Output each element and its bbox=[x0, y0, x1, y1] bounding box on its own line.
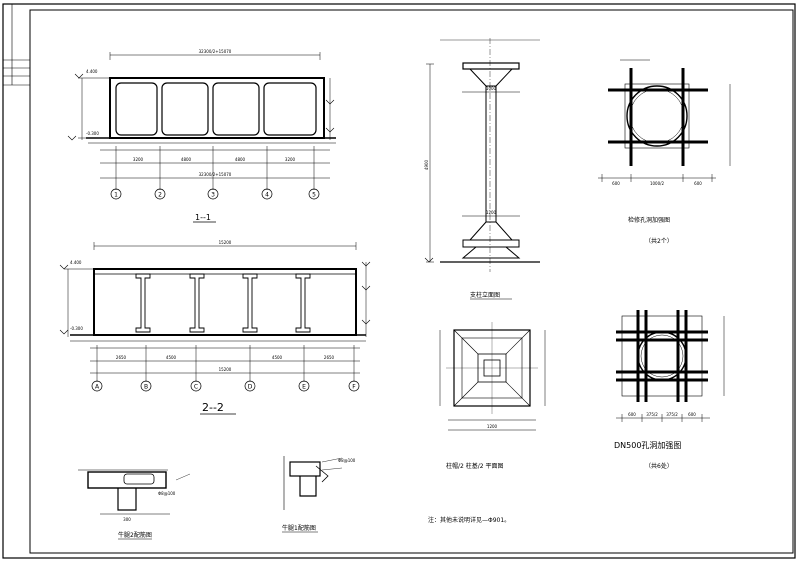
dim-2-top: 15200 bbox=[219, 240, 232, 245]
dn-dim-c: 375/2 bbox=[666, 412, 678, 417]
elev-1-top: 4.400 bbox=[86, 69, 98, 74]
grid-axis-2 bbox=[91, 380, 360, 392]
grid1-label-3: 3 bbox=[211, 192, 215, 199]
plan-dim: 1200 bbox=[487, 424, 498, 429]
grid1-label-1: 1 bbox=[114, 192, 118, 199]
dim-1-d: 3200 bbox=[285, 157, 296, 162]
elev-2-top: 4.400 bbox=[70, 260, 82, 265]
elev-1-bot: -0.300 bbox=[86, 131, 99, 136]
beam2-dim: 300 bbox=[123, 517, 131, 522]
dim-1-bottom: 32300/2+15070 bbox=[199, 172, 232, 177]
col-height-dim: 4900 bbox=[424, 159, 429, 170]
beam2-detail bbox=[78, 469, 191, 515]
grid1-label-5: 5 bbox=[312, 192, 316, 199]
grid2-label-d: D bbox=[248, 384, 253, 391]
grid2-label-f: F bbox=[352, 384, 356, 391]
manhole-dim-a: 600 bbox=[612, 181, 620, 186]
manhole-dim-c: 600 bbox=[694, 181, 702, 186]
elev-2-bot: -0.300 bbox=[70, 326, 83, 331]
col-elev-title: 支柱立面图 bbox=[470, 291, 500, 299]
sec22-title: 2--2 bbox=[202, 401, 224, 414]
beam2-title: 牛腿2配筋图 bbox=[118, 531, 152, 539]
beam1-title: 牛腿1配筋图 bbox=[282, 524, 316, 532]
grid-axis-1 bbox=[110, 188, 320, 200]
sec11-title: 1--1 bbox=[195, 213, 211, 222]
section-1-1 bbox=[67, 52, 336, 190]
general-note: 注：其他未说明详见—Φ901。 bbox=[428, 516, 510, 524]
dim-1-c: 4800 bbox=[235, 157, 246, 162]
dn-dim-d: 600 bbox=[688, 412, 696, 417]
grid2-label-e: E bbox=[302, 384, 306, 391]
beam1-detail bbox=[283, 456, 343, 510]
dn-dim-a: 600 bbox=[628, 412, 636, 417]
dim-1-top: 32300/2+15070 bbox=[199, 49, 232, 54]
manhole-dim-b: 1000/2 bbox=[650, 181, 665, 186]
col-cap-dim: 1000 bbox=[486, 86, 497, 91]
col-base-dim: 1200 bbox=[486, 210, 497, 215]
dim-2-c: 4500 bbox=[272, 355, 283, 360]
outer-border bbox=[2, 3, 796, 559]
grid2-label-b: B bbox=[144, 384, 148, 391]
dim-2-a: 2650 bbox=[116, 355, 127, 360]
manhole-title: 检修孔洞加强图 bbox=[628, 216, 670, 224]
manhole-qty: （共2个） bbox=[645, 237, 673, 245]
dim-2-bottom: 15200 bbox=[219, 367, 232, 372]
beam2-bar: Φ8@100 bbox=[158, 491, 176, 496]
dn500-qty: （共6处） bbox=[645, 462, 673, 470]
section-2-2 bbox=[59, 242, 371, 382]
manhole-detail bbox=[598, 59, 731, 182]
grid2-label-c: C bbox=[194, 384, 198, 391]
dn500-detail bbox=[616, 310, 725, 422]
dim-2-b: 4500 bbox=[166, 355, 177, 360]
dn-dim-b: 375/2 bbox=[646, 412, 658, 417]
grid1-label-4: 4 bbox=[265, 192, 269, 199]
title-strip bbox=[3, 4, 30, 86]
col-plan-title: 柱帽/2 柱基/2 平面图 bbox=[446, 462, 504, 470]
dim-2-d: 2650 bbox=[324, 355, 335, 360]
grid2-label-a: A bbox=[95, 384, 100, 391]
inner-border bbox=[29, 9, 794, 554]
dim-1-b: 4800 bbox=[181, 157, 192, 162]
grid1-label-2: 2 bbox=[158, 192, 162, 199]
dim-1-a: 3200 bbox=[133, 157, 144, 162]
beam1-bar: Φ8@100 bbox=[338, 458, 356, 463]
column-plan bbox=[439, 322, 546, 431]
column-elevation bbox=[424, 38, 540, 272]
dn500-title: DN500孔洞加强图 bbox=[614, 440, 681, 450]
